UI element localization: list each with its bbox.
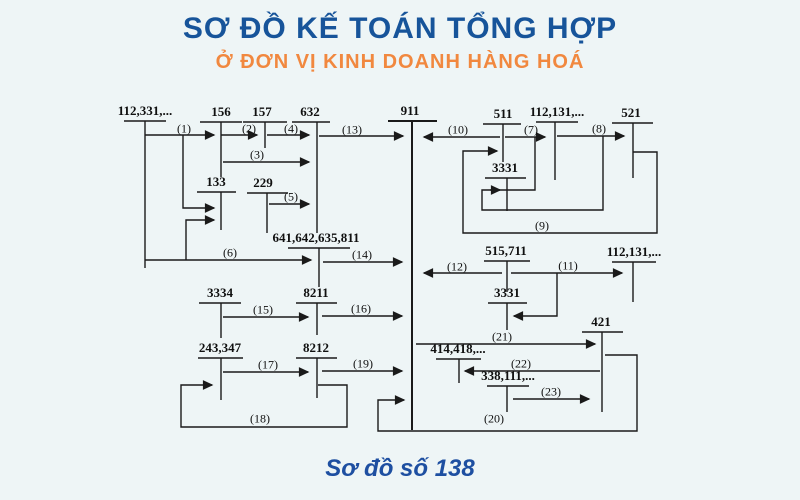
- flow-label-20: (20): [484, 411, 504, 426]
- page-subtitle: Ở ĐƠN VỊ KINH DOANH HÀNG HOÁ: [215, 50, 585, 73]
- taccount-229-shape: [247, 192, 288, 233]
- flow-18-loop-arrow: [180, 380, 348, 428]
- account-label-414418: 414,418,...: [430, 341, 486, 356]
- taccount-8211-shape: [296, 302, 337, 335]
- taccount-156-shape: [200, 121, 242, 177]
- taccount-632-shape: [292, 121, 330, 233]
- flow-label-15: (15): [253, 302, 273, 317]
- taccount-112331-shape: [124, 120, 166, 268]
- flow-20-loop-arrow: [377, 354, 638, 432]
- diagram-number-caption: Sơ đồ số 138: [325, 455, 475, 482]
- account-label-421: 421: [591, 314, 611, 329]
- account-label-112131b: 112,131,...: [606, 244, 662, 259]
- flow-6-branch-to-133-arrow: [185, 215, 216, 260]
- account-label-157: 157: [252, 104, 272, 119]
- taccount-511-shape: [483, 123, 521, 162]
- flow-label-23: (23): [541, 384, 561, 399]
- account-label-3334: 3334: [207, 285, 233, 300]
- account-label-515711: 515,711: [485, 243, 527, 258]
- flow-label-16: (16): [351, 301, 371, 316]
- account-label-112331: 112,331,...: [117, 103, 173, 118]
- account-label-911: 911: [400, 103, 420, 118]
- flow-11-branch-to-3331-arrow: [512, 273, 558, 321]
- flow-label-2: (2): [242, 121, 256, 136]
- account-label-632: 632: [300, 104, 320, 119]
- taccount-243347-shape: [198, 357, 243, 400]
- flow-label-7: (7): [524, 122, 538, 137]
- flow-label-8: (8): [592, 121, 606, 136]
- account-label-521: 521: [621, 105, 641, 120]
- account-label-641642635811: 641,642,635,811: [272, 230, 360, 245]
- taccount-3331b-shape: [488, 302, 527, 330]
- flow-label-3: (3): [250, 147, 264, 162]
- account-label-8211: 8211: [303, 285, 329, 300]
- account-label-229: 229: [253, 175, 273, 190]
- taccount-112131b-shape: [612, 261, 656, 302]
- flow-9-loop-arrow: [462, 146, 658, 234]
- account-label-511: 511: [493, 106, 513, 121]
- taccount-3331a-shape: [485, 177, 526, 211]
- taccount-133-shape: [197, 191, 236, 230]
- flow-label-5: (5): [284, 189, 298, 204]
- taccount-8212-shape: [296, 357, 337, 398]
- flow-label-11: (11): [558, 258, 578, 273]
- taccount-157-shape: [243, 121, 287, 148]
- flow-label-4: (4): [284, 121, 298, 136]
- taccount-414418-shape: [436, 358, 481, 383]
- flow-label-12: (12): [447, 259, 467, 274]
- account-label-133: 133: [206, 174, 226, 189]
- taccount-421-shape: [582, 331, 623, 412]
- taccount-911-shape: [388, 120, 437, 430]
- account-label-3331b: 3331: [494, 285, 520, 300]
- flow-label-17: (17): [258, 357, 278, 372]
- flow-label-6: (6): [223, 245, 237, 260]
- flow-label-22: (22): [511, 356, 531, 371]
- flow-label-18: (18): [250, 411, 270, 426]
- account-label-3331a: 3331: [492, 160, 518, 175]
- account-label-8212: 8212: [303, 340, 329, 355]
- taccount-338111-shape: [487, 385, 529, 412]
- flow-label-9: (9): [535, 218, 549, 233]
- account-label-156: 156: [211, 104, 231, 119]
- taccount-112131a-shape: [536, 121, 578, 180]
- page-title: SƠ ĐỒ KẾ TOÁN TỔNG HỢP: [182, 12, 618, 45]
- flow-label-10: (10): [448, 122, 468, 137]
- taccount-521-shape: [612, 122, 653, 178]
- taccount-3334-shape: [199, 302, 241, 338]
- flow-label-19: (19): [353, 356, 373, 371]
- account-label-112131a: 112,131,...: [529, 104, 585, 119]
- flow-1-branch-to-133-arrow: [182, 135, 216, 213]
- account-label-243347: 243,347: [198, 340, 242, 355]
- taccount-641642635811-shape: [288, 247, 350, 287]
- account-label-338111: 338,111,...: [481, 368, 535, 383]
- flow-label-13: (13): [342, 122, 362, 137]
- vat-inner-loop-line: [481, 136, 604, 211]
- header: SƠ ĐỒ KẾ TOÁN TỔNG HỢP Ở ĐƠN VỊ KINH DOA…: [0, 10, 800, 74]
- flow-label-1: (1): [177, 121, 191, 136]
- flow-label-14: (14): [352, 247, 372, 262]
- flow-label-21: (21): [492, 329, 512, 344]
- taccount-515711-shape: [484, 260, 530, 292]
